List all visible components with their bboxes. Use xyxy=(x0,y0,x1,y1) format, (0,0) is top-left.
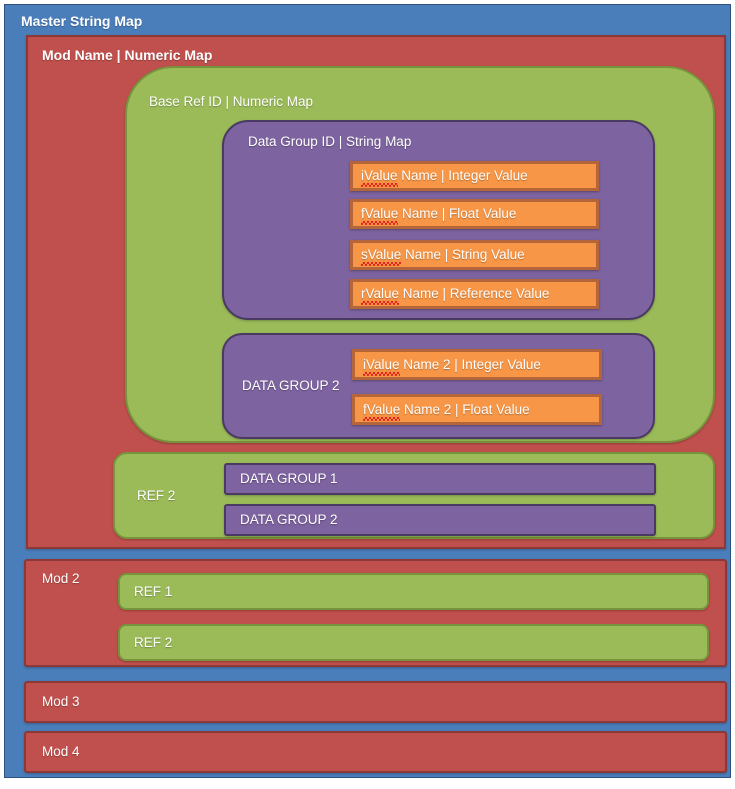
ref-2-data-group-1-label: DATA GROUP 1 xyxy=(240,470,338,486)
value-box-rvalue-rest: Name | Reference Value xyxy=(399,285,550,301)
value-box-ivalue-2[interactable]: iValue Name 2 | Integer Value xyxy=(352,349,602,380)
value-box-ivalue[interactable]: iValue Name | Integer Value xyxy=(350,161,599,191)
value-box-svalue-label: sValue Name | String Value xyxy=(361,246,525,267)
value-box-rvalue[interactable]: rValue Name | Reference Value xyxy=(350,279,599,309)
value-box-fvalue-2[interactable]: fValue Name 2 | Float Value xyxy=(352,394,602,425)
master-string-map-title: Master String Map xyxy=(21,13,143,29)
value-box-rvalue-label: rValue Name | Reference Value xyxy=(361,285,550,306)
base-ref-id-label: Base Ref ID | Numeric Map xyxy=(149,94,314,109)
data-group-1-label: Data Group ID | String Map xyxy=(248,134,412,149)
value-box-svalue[interactable]: sValue Name | String Value xyxy=(350,240,599,270)
mod-1-label: Mod Name | Numeric Map xyxy=(42,47,213,63)
ref-2-data-group-2[interactable]: DATA GROUP 2 xyxy=(224,504,656,536)
ref-2-data-group-1[interactable]: DATA GROUP 1 xyxy=(224,463,656,495)
spellcheck-underline: iValue xyxy=(361,167,398,188)
value-box-svalue-rest: Name | String Value xyxy=(401,246,525,262)
mod-4-container[interactable]: Mod 4 xyxy=(24,731,727,773)
ref-2-data-group-2-label: DATA GROUP 2 xyxy=(240,511,338,527)
value-box-ivalue-rest: Name | Integer Value xyxy=(397,167,528,183)
spellcheck-underline: iValue xyxy=(363,356,400,376)
value-box-fvalue-rest: Name | Float Value xyxy=(398,205,517,221)
mod-2-ref-2[interactable]: REF 2 xyxy=(118,624,709,661)
mod-3-container[interactable]: Mod 3 xyxy=(24,681,727,723)
value-box-ivalue-2-rest: Name 2 | Integer Value xyxy=(399,356,541,372)
value-box-ivalue-label: iValue Name | Integer Value xyxy=(361,167,528,188)
value-box-fvalue[interactable]: fValue Name | Float Value xyxy=(350,199,599,229)
data-group-2-label: DATA GROUP 2 xyxy=(242,377,340,393)
mod-2-label: Mod 2 xyxy=(42,571,80,586)
value-box-fvalue-2-label: fValue Name 2 | Float Value xyxy=(363,401,530,421)
mod-2-ref-1[interactable]: REF 1 xyxy=(118,573,709,610)
value-box-fvalue-label: fValue Name | Float Value xyxy=(361,205,517,226)
mod-2-ref-2-label: REF 2 xyxy=(134,634,173,650)
ref-2-label: REF 2 xyxy=(137,487,176,503)
mod-3-label: Mod 3 xyxy=(42,693,80,709)
spellcheck-underline: sValue xyxy=(361,246,402,267)
mod-2-ref-1-label: REF 1 xyxy=(134,583,173,599)
value-box-ivalue-2-label: iValue Name 2 | Integer Value xyxy=(363,356,541,376)
value-box-fvalue-2-rest: Name 2 | Float Value xyxy=(400,401,530,417)
spellcheck-underline: rValue xyxy=(361,285,400,306)
spellcheck-underline: fValue xyxy=(361,205,399,226)
spellcheck-underline: fValue xyxy=(363,401,401,421)
mod-4-label: Mod 4 xyxy=(42,743,80,759)
